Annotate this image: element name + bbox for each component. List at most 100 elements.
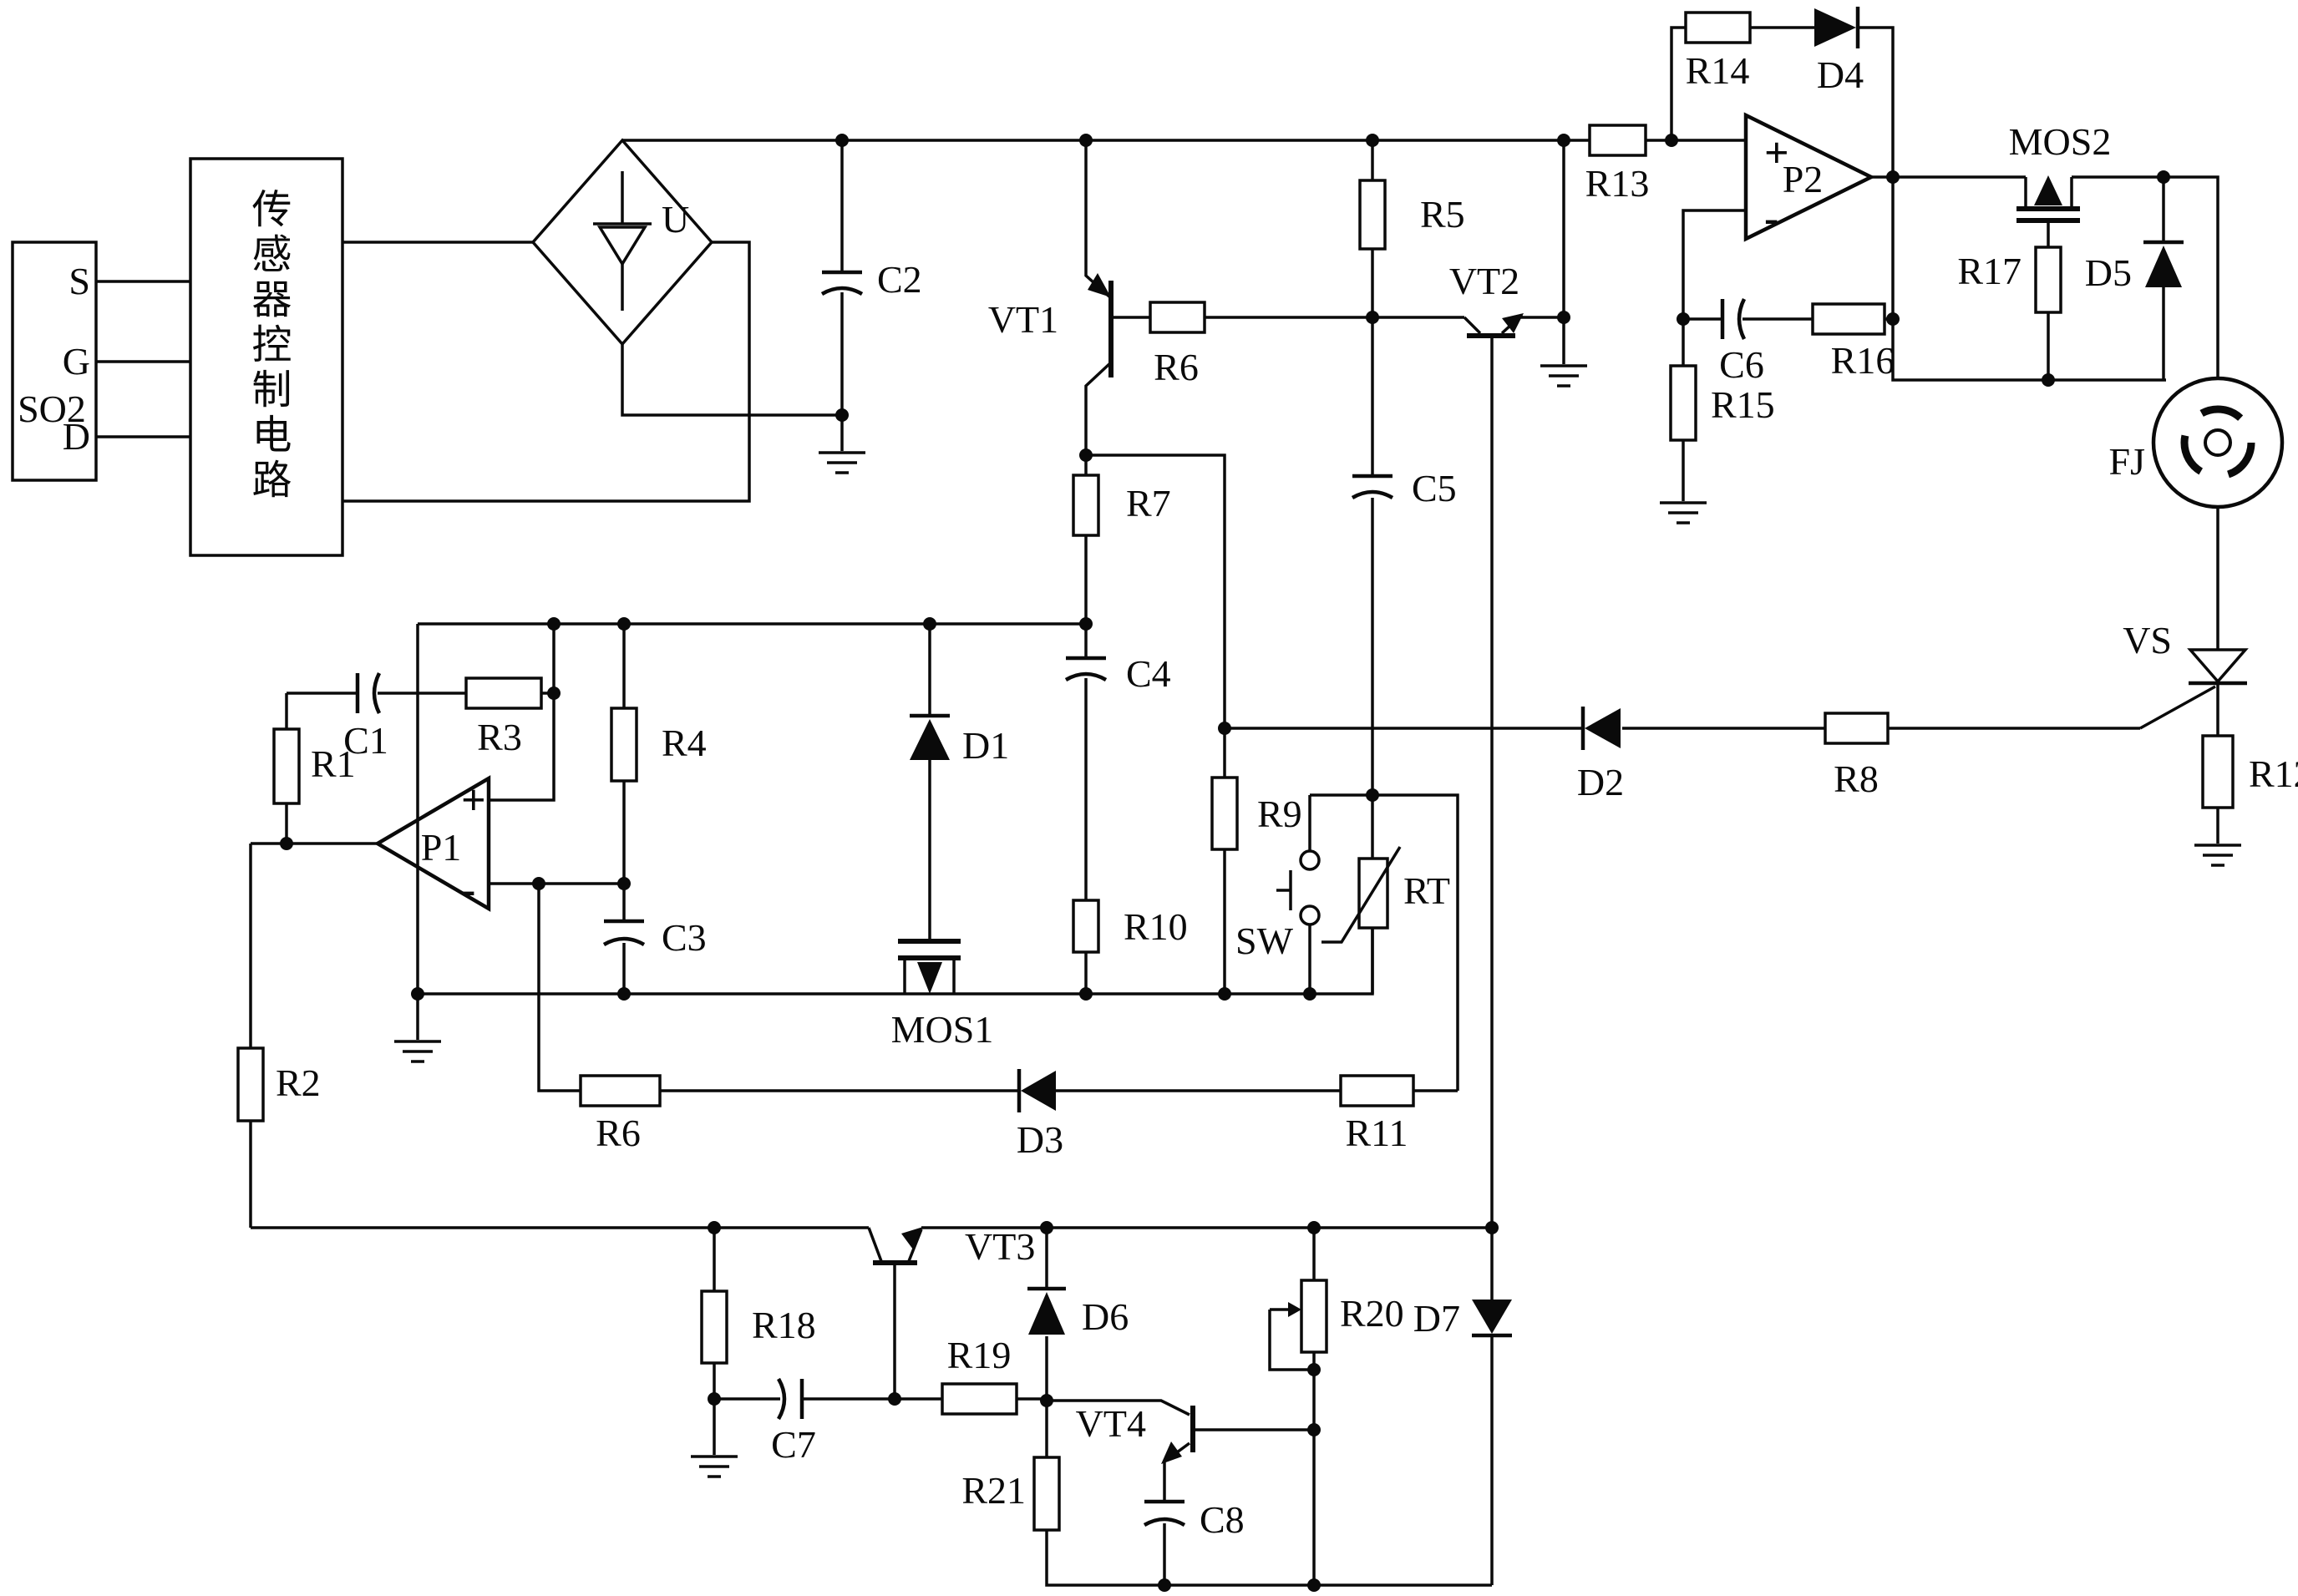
opamp-P1: + - P1 [251, 624, 624, 914]
r14-d4-wires [1670, 26, 1895, 177]
pin-g-label: G [63, 340, 90, 383]
diode-D1: D1 [910, 624, 1009, 941]
junction-dots [280, 134, 2170, 1592]
pin-s-label: S [68, 260, 90, 302]
bottom-feedback-wires [537, 884, 1458, 1092]
sensor-control-box [189, 157, 344, 557]
d3-label: D3 [1017, 1118, 1063, 1161]
res-R18: R18 [691, 1228, 816, 1478]
r1-box [272, 727, 301, 805]
r14-box [1684, 11, 1752, 44]
mosfet-MOS1: MOS1 [891, 939, 993, 1051]
feedback-R14-D4: R14 D4 [1670, 7, 1895, 177]
r12-label: R12 [2249, 752, 2298, 795]
r10-label: R10 [1124, 905, 1188, 948]
r19-box [941, 1382, 1018, 1416]
switch-SW: SW [1235, 793, 1459, 1091]
mos1-posts [903, 958, 956, 994]
vt2-arrow-icon [1502, 313, 1524, 333]
c7-plate-left [777, 1377, 787, 1421]
r13-label: R13 [1585, 162, 1650, 205]
r8-label: R8 [1834, 757, 1879, 800]
p1-minus: - [461, 866, 475, 914]
sw-rt-wires [1308, 793, 1459, 1091]
r5-label: R5 [1420, 193, 1465, 236]
d4-label: D4 [1817, 53, 1864, 96]
r15-ground-icon [1660, 501, 1707, 524]
mos1-bars [898, 939, 961, 960]
mos1-arrow-icon [917, 962, 942, 994]
col-D6-R21: D6 R21 [961, 1228, 1492, 1587]
d1-diode-icon [910, 719, 950, 760]
r20-label: R20 [1340, 1292, 1404, 1335]
c7-label: C7 [771, 1423, 816, 1466]
vt3-label: VT3 [965, 1225, 1035, 1268]
rt-diagonal-icon [1321, 846, 1402, 944]
r10-box [1072, 899, 1100, 954]
cap-C5: C5 [1351, 317, 1457, 795]
c1-plate-right [372, 671, 382, 715]
bridge-in-bottom-wire [342, 241, 751, 503]
c6-plate-right [1737, 297, 1747, 341]
so2-label: SO2 [18, 388, 86, 430]
res-R9: R9 [1210, 776, 1302, 851]
mos2-leads [2024, 175, 2219, 378]
r16-label: R16 [1831, 339, 1895, 382]
p1-triangle [373, 775, 491, 912]
mos2-bars [2016, 206, 2080, 223]
r20-wiper-wire [1268, 1308, 1314, 1371]
r12-box [2201, 734, 2235, 809]
p2-label: P2 [1783, 158, 1824, 200]
r6t-box [1149, 301, 1206, 334]
left-ground-icon [394, 1040, 441, 1063]
r16-box [1811, 302, 1886, 336]
rheostat-R20: R20 [1268, 1228, 1404, 1585]
so2-sensor-block: SO2 S G D [11, 241, 190, 482]
p2-minus: - [1764, 195, 1778, 242]
r2-box [236, 1046, 265, 1122]
d3-diode-icon [1021, 1071, 1056, 1111]
r9-box [1210, 776, 1239, 851]
transistor-VT3: VT3 [867, 1225, 1035, 1399]
r7-label: R7 [1126, 482, 1171, 524]
r5-box [1358, 179, 1387, 251]
pin-d-label: D [63, 415, 90, 458]
bridge-diode-icon [596, 225, 648, 267]
res-R4: R4 [610, 624, 707, 884]
gate-row-D2-R8: R8 D2 [1225, 707, 2140, 803]
mid-rails [416, 622, 1374, 1040]
r4-label: R4 [662, 722, 707, 764]
bridge-label: U [662, 198, 689, 241]
r2-label: R2 [276, 1061, 321, 1104]
r6b-label: R6 [596, 1112, 641, 1154]
r6t-label: R6 [1154, 346, 1199, 388]
d6-label: D6 [1082, 1295, 1129, 1338]
fj-label: FJ [2109, 440, 2145, 483]
r17-label: R17 [1957, 250, 2022, 292]
r12-ground-icon [2194, 844, 2241, 867]
d4-diode-icon [1814, 8, 1856, 47]
res-R17: R17 [1957, 246, 2062, 380]
fan-FJ: FJ [2109, 376, 2285, 650]
cap-C2: C2 [819, 140, 922, 474]
feedback-C6-R16: C6 R16 R15 [1660, 177, 2166, 524]
res-R6-top: R6 [1111, 301, 1464, 388]
r21-box [1032, 1456, 1061, 1532]
thermistor-RT: RT [1321, 795, 1450, 994]
vt1-leads [1084, 140, 1113, 455]
vt2-label: VT2 [1449, 260, 1519, 302]
r1-label: R1 [311, 742, 356, 785]
c2-ground-icon [819, 451, 865, 474]
sw-label: SW [1235, 920, 1294, 962]
vt2-ground-icon [1540, 364, 1587, 388]
transistor-VT1: VT1 [988, 140, 1113, 455]
r6b-box [579, 1074, 662, 1107]
r21-label: R21 [961, 1469, 1026, 1512]
p2-plus: + [1764, 129, 1789, 177]
row-R6-D3-R11: R6 D3 R11 [537, 884, 1458, 1161]
vt4-label: VT4 [1076, 1402, 1146, 1445]
d6-diode-icon [1028, 1292, 1065, 1335]
sw-contact-bottom [1299, 904, 1321, 926]
r18-label: R18 [752, 1304, 816, 1346]
c6-r16-wires [1683, 177, 2166, 382]
